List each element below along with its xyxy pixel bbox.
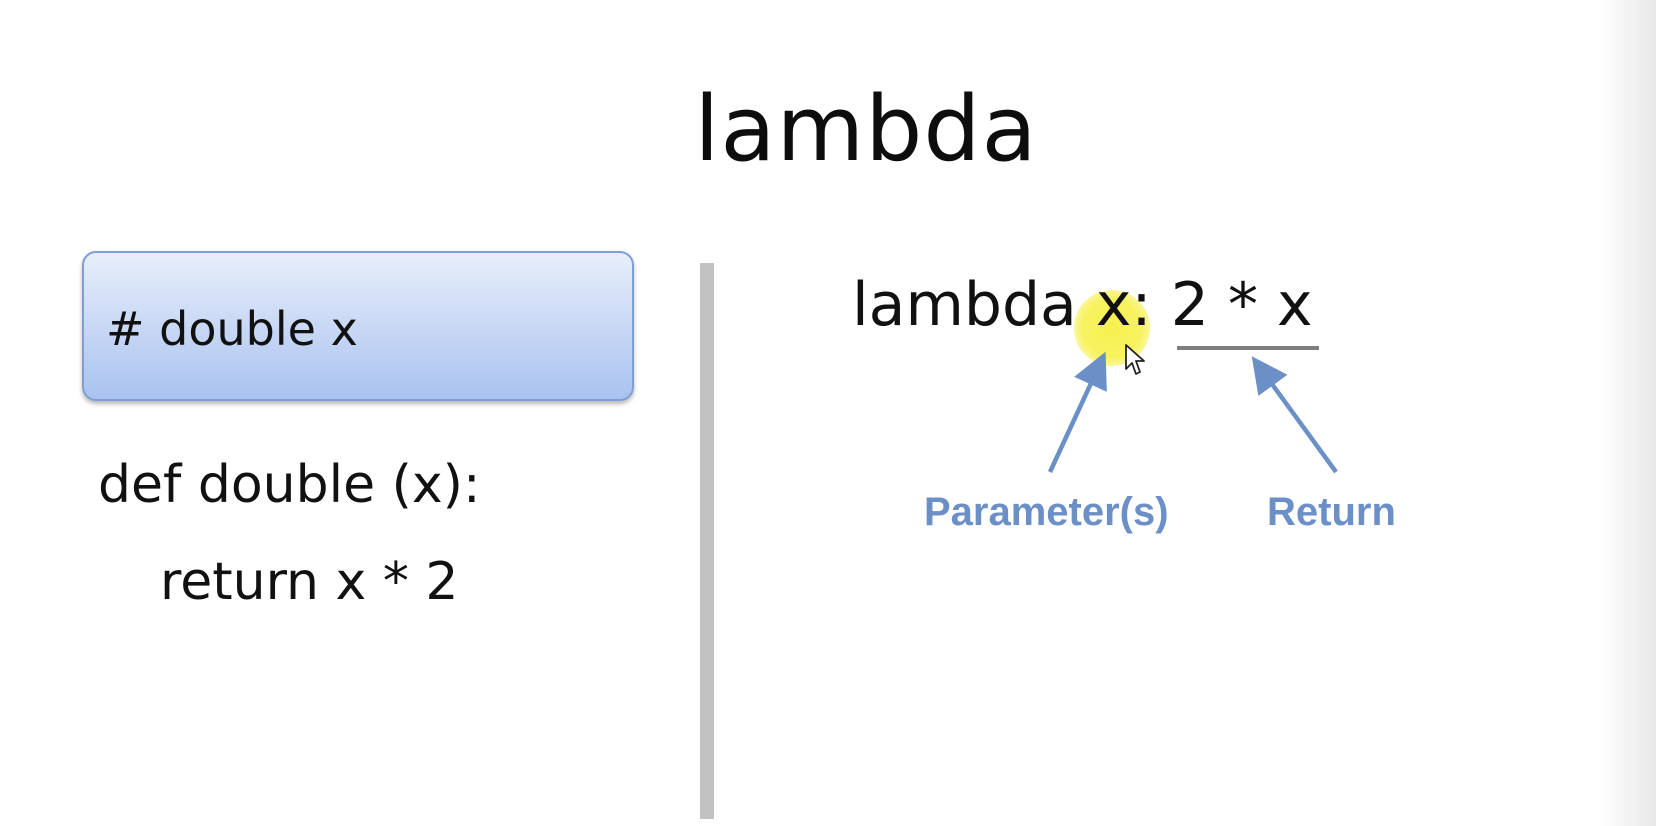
return-underline [1177, 346, 1319, 350]
return-arrow [1251, 356, 1338, 474]
comment-text: # double x [106, 302, 358, 356]
slide-title: lambda [694, 77, 1038, 182]
parameter-arrow [1047, 351, 1107, 473]
code-line-return: return x * 2 [160, 552, 459, 612]
window-edge-shade [1600, 0, 1656, 826]
panel-divider [700, 263, 714, 819]
comment-box: # double x [82, 251, 634, 401]
code-line-def: def double (x): [98, 455, 481, 515]
return-label: Return [1267, 490, 1396, 534]
mouse-pointer-icon [1125, 344, 1145, 375]
parameter-label: Parameter(s) [924, 490, 1169, 534]
lambda-expression: lambda x: 2 * x [852, 270, 1313, 340]
